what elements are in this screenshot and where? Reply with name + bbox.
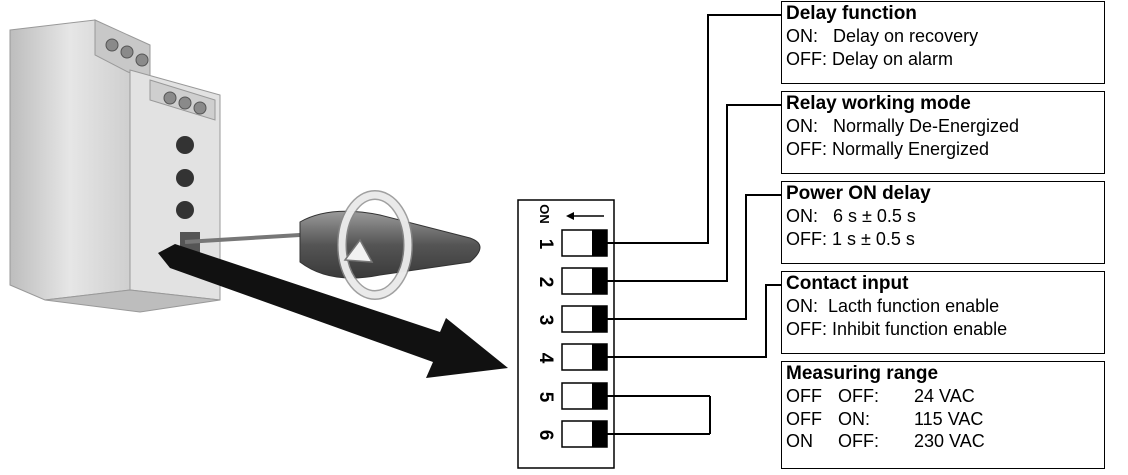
range-value: 230 VAC bbox=[914, 431, 985, 451]
relay-working-mode-title: Relay working mode bbox=[786, 93, 971, 114]
sw6-state: ON: bbox=[838, 408, 871, 429]
delay-function-box: Delay function ON: Delay on recovery OFF… bbox=[781, 1, 1105, 84]
connector-switch-4 bbox=[607, 284, 787, 358]
range-value: 24 VAC bbox=[914, 386, 975, 406]
dip-switch-4[interactable] bbox=[561, 343, 608, 371]
power-on-delay-off: OFF: 1 s ± 0.5 s bbox=[786, 228, 915, 249]
sw6-state: OFF: bbox=[838, 431, 879, 451]
zoom-arrow bbox=[158, 244, 508, 378]
contact-input-box: Contact input ON: Lacth function enable … bbox=[781, 271, 1105, 354]
dip-switch-5[interactable] bbox=[561, 382, 608, 410]
sw5-state: OFF bbox=[786, 386, 822, 406]
screwdriver-illustration bbox=[184, 190, 481, 300]
connector-switch-1 bbox=[607, 14, 787, 244]
measuring-range-row: ON OFF: 230 VAC bbox=[786, 430, 1104, 453]
connector-switch-3 bbox=[607, 194, 787, 320]
contact-input-on: ON: Lacth function enable bbox=[786, 296, 1000, 316]
connector-lines bbox=[607, 14, 787, 435]
contact-input-title: Contact input bbox=[786, 273, 909, 294]
power-on-delay-on: ON: 6 s ± 0.5 s bbox=[786, 206, 916, 226]
dip-switch-2[interactable] bbox=[561, 267, 608, 295]
dip-number-2: 2 bbox=[535, 277, 556, 288]
measuring-range-box: Measuring range OFF OFF: 24 VAC OFF ON: 115 … bbox=[781, 361, 1105, 469]
contact-input-off: OFF: Inhibit function enable bbox=[786, 318, 1008, 339]
power-on-delay-title: Power ON delay bbox=[786, 183, 931, 204]
measuring-range-title: Measuring range bbox=[786, 363, 939, 384]
connector-switch-2 bbox=[607, 104, 787, 282]
dip-switch-1[interactable] bbox=[561, 229, 608, 257]
power-on-delay-box: Power ON delay ON: 6 s ± 0.5 s OFF: 1 s … bbox=[781, 181, 1105, 264]
sw5-state: OFF bbox=[786, 408, 822, 429]
delay-function-title: Delay function bbox=[786, 3, 917, 24]
dip-number-5: 5 bbox=[535, 392, 556, 403]
dip-switch-6[interactable] bbox=[561, 420, 608, 448]
sw6-state: OFF: bbox=[838, 386, 879, 406]
dip-switch-block: ON 1 2 3 4 5 6 bbox=[517, 199, 615, 469]
range-value: 115 VAC bbox=[914, 408, 984, 429]
delay-function-on: ON: Delay on recovery bbox=[786, 26, 979, 46]
dip-number-4: 4 bbox=[535, 353, 556, 364]
relay-working-mode-box: Relay working mode ON: Normally De-Energ… bbox=[781, 91, 1105, 174]
dip-on-label: ON bbox=[537, 204, 552, 224]
dip-switch-3[interactable] bbox=[561, 305, 608, 333]
delay-function-off: OFF: Delay on alarm bbox=[786, 48, 954, 69]
relay-device-illustration bbox=[9, 19, 221, 313]
relay-working-mode-on: ON: Normally De-Energized bbox=[786, 116, 1020, 136]
sw5-state: ON bbox=[786, 431, 813, 451]
dip-number-6: 6 bbox=[535, 430, 556, 441]
relay-working-mode-off: OFF: Normally Energized bbox=[786, 138, 990, 159]
measuring-range-row: OFF ON: 115 VAC bbox=[786, 408, 1104, 431]
dip-number-1: 1 bbox=[535, 239, 556, 250]
dip-number-3: 3 bbox=[535, 315, 556, 326]
measuring-range-row: OFF OFF: 24 VAC bbox=[786, 385, 1104, 408]
